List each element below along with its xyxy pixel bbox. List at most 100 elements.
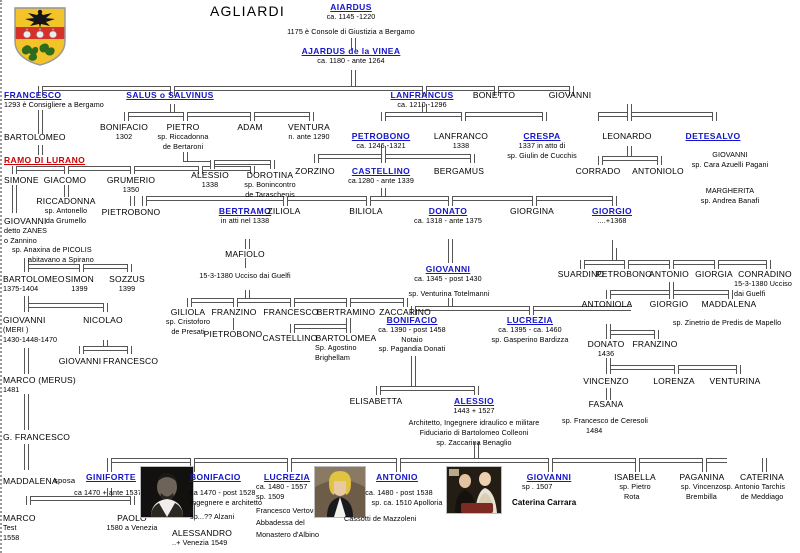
portrait-antonio[interactable] xyxy=(446,466,502,514)
person-giniforte[interactable]: GINIFORTE xyxy=(80,472,142,482)
person-bartolomeo-1[interactable]: BARTOLOMEO xyxy=(4,132,66,142)
person-giovanni-meri[interactable]: GIOVANNI (MERI ) 1430-1448-1470 xyxy=(3,315,73,344)
person-name: VENTURA xyxy=(287,122,331,132)
person-petrobono-2b[interactable]: PETROBONO xyxy=(590,269,658,279)
person-caterina[interactable]: CATERINA sp. Antonio Tarchis de Meddiago xyxy=(723,472,796,501)
branch-label-ramo-di-lurano[interactable]: RAMO DI LURANO xyxy=(4,155,86,165)
person-bonifacio-1302[interactable]: BONIFACIO 1302 xyxy=(96,122,152,142)
person-suardino[interactable]: SUARDINO xyxy=(550,269,612,279)
person-giorgia[interactable]: GIORGIA xyxy=(688,269,740,279)
person-detail: 1293 è Consigliere a Bergamo xyxy=(4,100,104,109)
person-lorenza[interactable]: LORENZA xyxy=(648,376,700,386)
person-giovanni-zanes[interactable]: GIOVANNI detto ZANES o Zannino sp. Anaxi… xyxy=(4,216,124,264)
person-zorzino[interactable]: ZORZINO xyxy=(290,166,340,176)
person-francesco[interactable]: FRANCESCO 1293 è Consigliere a Bergamo xyxy=(4,90,134,110)
person-conradino[interactable]: CONRADINO 15-3-1380 Ucciso dai Guelfi xyxy=(730,269,800,298)
person-donato-1436[interactable]: DONATO 1436 xyxy=(580,339,632,359)
portrait-bonifacio[interactable] xyxy=(140,466,194,518)
connector-bus xyxy=(314,154,473,159)
person-antoniolo[interactable]: ANTONIOLO xyxy=(630,166,686,176)
person-giliola[interactable]: GILIOLA sp. Cristoforo de Presati xyxy=(160,307,216,336)
person-alessio-1338[interactable]: ALESSIO 1338 xyxy=(184,170,236,190)
person-donato[interactable]: DONATO ca. 1318 - ante 1375 xyxy=(410,206,486,226)
person-marco-merus[interactable]: MARCO (MERUS) 1481 xyxy=(3,375,89,395)
person-lucrezia-main[interactable]: LUCREZIA ca. 1395 - ca. 1460 sp. Gasperi… xyxy=(488,315,572,344)
person-elisabetta[interactable]: ELISABETTA xyxy=(342,396,410,406)
person-petrobono[interactable]: PETROBONO ca. 1246 -1321 xyxy=(340,131,422,151)
person-antonio-g[interactable]: ANTONIO xyxy=(642,269,696,279)
person-zaccarino[interactable]: ZACCARINO xyxy=(376,307,434,317)
person-maddalena-2[interactable]: MADDALENA xyxy=(696,299,762,309)
person-francesco-3[interactable]: FRANCESCO xyxy=(260,307,322,317)
person-alessandro[interactable]: ALESSANDRO ..+ Venezia 1549 xyxy=(172,528,248,548)
person-venturina[interactable]: VENTURINA xyxy=(704,376,766,386)
person-salus[interactable]: SALUS o SALVINUS xyxy=(110,90,230,100)
person-castellino-2[interactable]: CASTELLINO xyxy=(258,333,322,343)
person-giorgio-2[interactable]: GIORGIO xyxy=(642,299,696,309)
connector xyxy=(64,185,69,197)
person-biliola[interactable]: BILIOLA xyxy=(340,206,392,216)
person-giovanni-bot[interactable]: GIOVANNI sp . 1507 xyxy=(518,472,580,492)
person-lanfranco-1338[interactable]: LANFRANCO 1338 xyxy=(432,131,490,151)
person-pietro[interactable]: PIETRO sp. Riccadonna de Bertaroni xyxy=(154,122,212,151)
person-detail-alessio-2: Architetto, Ingegnere idraulico e milita… xyxy=(408,418,540,427)
person-bergamus[interactable]: BERGAMUS xyxy=(430,166,488,176)
person-sozzus[interactable]: SOZZUS 1399 xyxy=(104,274,150,294)
person-detail: 15-3-1380 Ucciso xyxy=(734,279,792,288)
person-margherita[interactable]: MARGHERITA sp. Andrea Banafi xyxy=(670,186,790,205)
person-simone[interactable]: SIMONE xyxy=(4,175,39,185)
person-grumerio[interactable]: GRUMERIO 1350 xyxy=(102,175,160,195)
person-bonetto[interactable]: BONETTO xyxy=(466,90,522,100)
person-ventura[interactable]: VENTURA n. ante 1290 xyxy=(280,122,338,142)
person-corrado[interactable]: CORRADO xyxy=(572,166,624,176)
person-ziliola[interactable]: ZILIOLA xyxy=(258,206,310,216)
person-fasana[interactable]: FASANA xyxy=(580,399,632,409)
portrait-lucrezia[interactable] xyxy=(314,466,366,518)
person-antonio-bot[interactable]: ANTONIO xyxy=(368,472,426,482)
person-bartolomeo-2[interactable]: BARTOLOMEO 1375-1404 xyxy=(3,274,65,294)
person-francesco-2[interactable]: FRANCESCO xyxy=(103,356,158,366)
person-franzino-1[interactable]: FRANZINO xyxy=(206,307,262,317)
person-bonifacio-main[interactable]: BONIFACIO ca. 1390 - post 1458 Notaio sp… xyxy=(372,315,452,354)
person-franzino-2[interactable]: FRANZINO xyxy=(628,339,682,349)
person-giorgina[interactable]: GIORGINA xyxy=(504,206,560,216)
person-leonardo[interactable]: LEONARDO xyxy=(598,131,656,141)
person-aiardus[interactable]: AIARDUS ca. 1145 -1220 xyxy=(301,2,401,22)
person-pietrobono-1[interactable]: PIETROBONO xyxy=(100,207,162,217)
person-g-francesco[interactable]: G. FRANCESCO xyxy=(3,432,71,442)
connector xyxy=(702,458,707,472)
person-bartolomea[interactable]: BARTOLOMEA Sp. Agostino Brighellam xyxy=(312,333,380,362)
person-bertramino[interactable]: BERTRAMINO xyxy=(312,307,380,317)
person-adam[interactable]: ADAM xyxy=(226,122,274,132)
person-giorgio[interactable]: GIORGIO ....+1368 xyxy=(580,206,644,226)
person-bertramo[interactable]: BERTRAMO in atti nel 1338 xyxy=(208,206,282,226)
person-lucrezia-bot[interactable]: LUCREZIA ca. 1480 - 1557 sp. 1509 xyxy=(256,472,318,501)
person-riccadonna[interactable]: RICCADONNA sp. Antonello da Grumello xyxy=(30,196,102,225)
person-pietrobono-2[interactable]: PIETROBONO xyxy=(200,329,266,339)
person-vincenzo[interactable]: VINCENZO xyxy=(578,376,634,386)
person-name: GIOVANNI xyxy=(3,315,46,325)
person-detesalvo[interactable]: DETESALVO xyxy=(676,131,750,141)
person-giovanni-main[interactable]: GIOVANNI ca. 1345 - post 1430 xyxy=(408,264,488,284)
person-dorotina[interactable]: DOROTINA sp. Bonincontro de Taraschenis xyxy=(234,170,306,199)
person-paganina[interactable]: PAGANINA sp. Vincenzo Brembilla xyxy=(670,472,734,501)
person-giovanni-3[interactable]: GIOVANNI xyxy=(542,90,598,100)
person-bonifacio-bot[interactable]: BONIFACIO xyxy=(158,472,241,482)
person-alessio-main[interactable]: ALESSIO 1443 + 1527 xyxy=(442,396,506,416)
person-nicolao[interactable]: NICOLAO xyxy=(77,315,129,325)
person-mafiolo[interactable]: MAFIOLO xyxy=(208,249,282,259)
person-giovanni-2[interactable]: GIOVANNI xyxy=(57,356,103,366)
person-marco-test[interactable]: MARCO Test 1558 xyxy=(3,513,53,542)
person-simon[interactable]: SIMON 1399 xyxy=(57,274,102,294)
person-detail-2: de Meddiago xyxy=(740,491,784,501)
person-antoniola[interactable]: ANTONIOLA xyxy=(576,299,638,309)
person-maddalena[interactable]: MADDALENA xyxy=(3,476,58,486)
person-crespa[interactable]: CRESPA 1337 in atto di sp. Giulin de Cuc… xyxy=(498,131,586,160)
person-paolo[interactable]: PAOLO 1580 a Venezia xyxy=(97,513,167,533)
person-lanfrancus[interactable]: LANFRANCUS ca. 1210 -1296 xyxy=(374,90,470,110)
person-castellino[interactable]: CASTELLINO ca.1280 - ante 1339 xyxy=(338,166,424,186)
person-isabella[interactable]: ISABELLA sp. Pietro Rota xyxy=(606,472,664,501)
person-giacomo[interactable]: GIACOMO xyxy=(34,175,96,185)
person-ajardus-de-la-vinea[interactable]: AJARDUS de la VINEA ca. 1180 - ante 1264 xyxy=(281,46,421,66)
person-name: BONIFACIO xyxy=(190,472,241,482)
